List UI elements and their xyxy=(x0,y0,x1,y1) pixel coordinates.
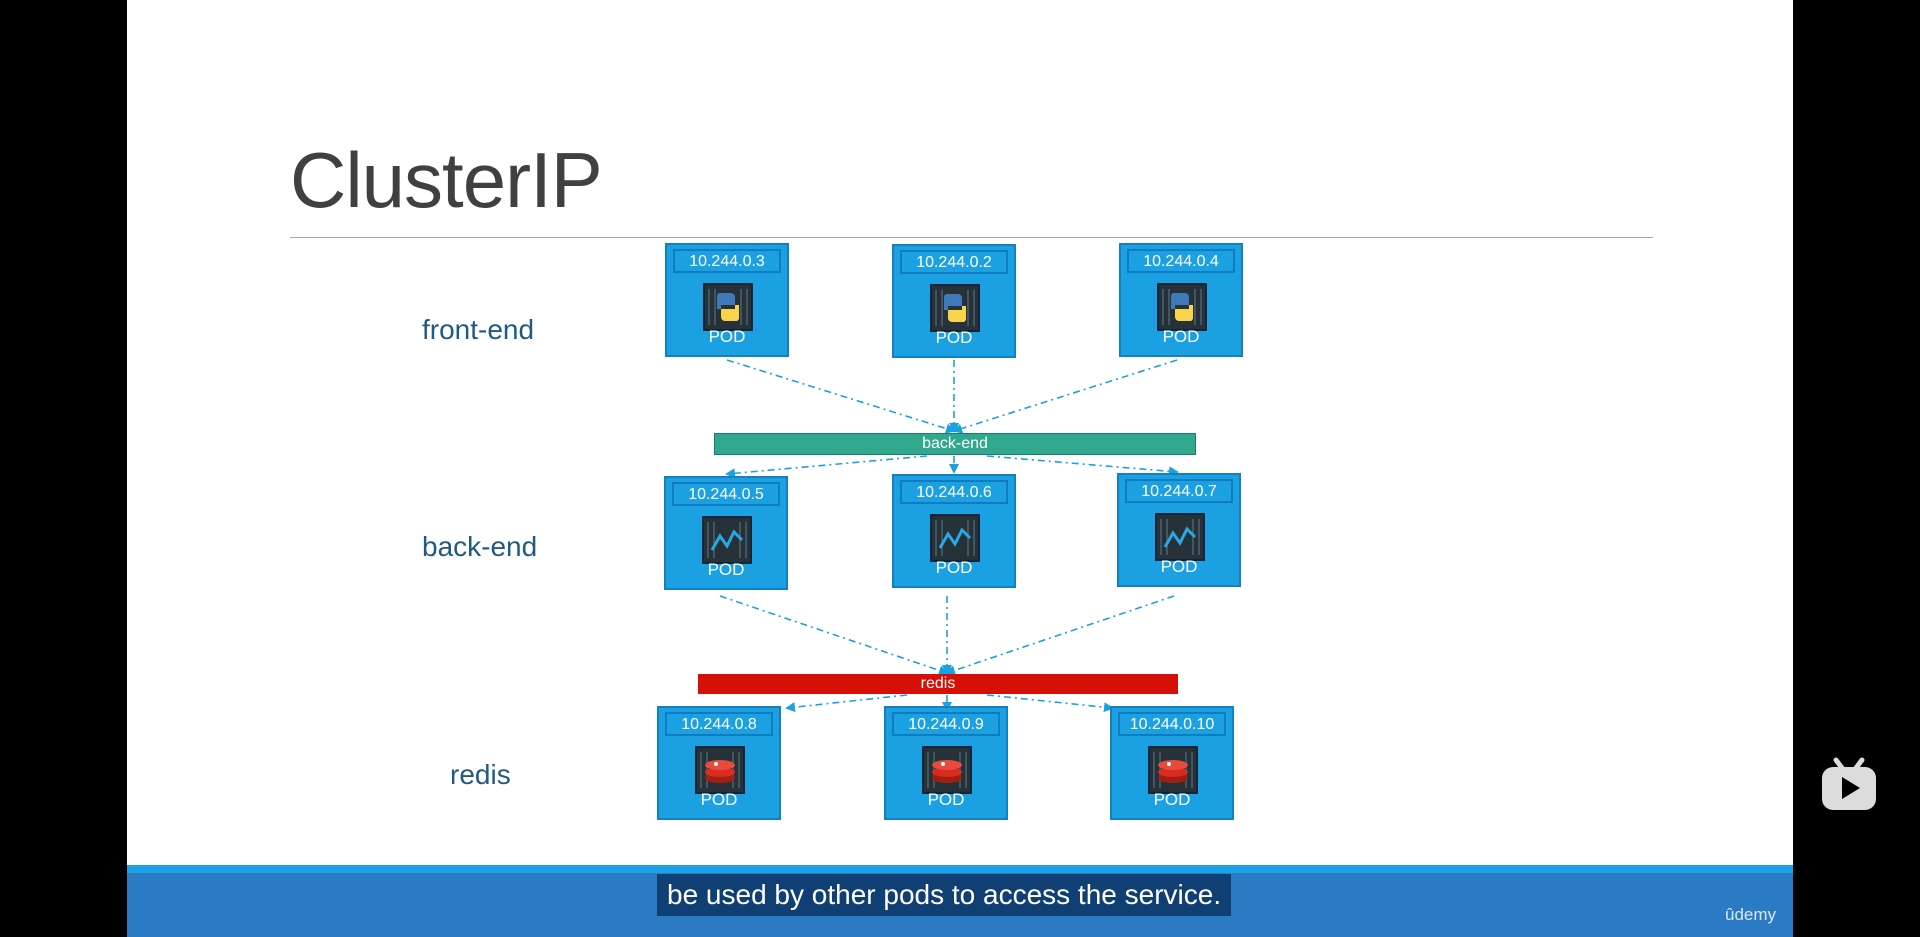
pod-redis-1: 10.244.0.8 POD xyxy=(657,706,781,820)
python-icon xyxy=(1157,283,1207,331)
pod-label: POD xyxy=(1153,790,1191,809)
tier-label-front-end: front-end xyxy=(422,314,535,345)
pod-front-end-3: 10.244.0.4 POD xyxy=(1119,243,1243,357)
monitor-chart-icon xyxy=(702,516,752,564)
pod-back-end-3: 10.244.0.7 POD xyxy=(1117,473,1241,587)
arrow-backend-to-be1 xyxy=(725,455,928,479)
pod-label: POD xyxy=(935,328,973,347)
pod-back-end-2: 10.244.0.6 POD xyxy=(892,474,1016,588)
pod-ip: 10.244.0.9 xyxy=(892,712,1000,736)
caption-band-highlight xyxy=(127,865,1793,873)
pod-front-end-1: 10.244.0.3 POD xyxy=(665,243,789,357)
redis-icon xyxy=(1148,746,1198,794)
redis-icon xyxy=(922,746,972,794)
service-bar-redis: redis xyxy=(698,674,1178,694)
pod-ip: 10.244.0.3 xyxy=(673,249,781,273)
pod-redis-2: 10.244.0.9 POD xyxy=(884,706,1008,820)
pod-label: POD xyxy=(707,560,745,579)
bilibili-tv-icon[interactable] xyxy=(1820,757,1878,812)
title-divider xyxy=(290,237,1653,238)
pod-ip: 10.244.0.7 xyxy=(1125,479,1233,503)
redis-icon xyxy=(695,746,745,794)
pod-ip: 10.244.0.2 xyxy=(900,250,1008,274)
service-bar-back-end: back-end xyxy=(714,433,1196,455)
slide-title: ClusterIP xyxy=(290,136,603,224)
udemy-watermark: ûdemy xyxy=(1725,905,1777,924)
pod-label: POD xyxy=(1160,557,1198,576)
monitor-chart-icon xyxy=(930,514,980,562)
arrow-be1-to-redis xyxy=(719,595,949,676)
python-icon xyxy=(703,283,753,331)
monitor-chart-icon xyxy=(1155,513,1205,561)
pod-ip: 10.244.0.8 xyxy=(665,712,773,736)
pod-label: POD xyxy=(1162,327,1200,346)
tier-label-redis: redis xyxy=(450,759,511,790)
arrow-be3-to-redis xyxy=(945,595,1175,676)
arrow-backend-to-be3 xyxy=(986,455,1179,477)
pod-ip: 10.244.0.6 xyxy=(900,480,1008,504)
slide: ClusterIP front-end back-en xyxy=(127,0,1793,865)
arrow-fe3-to-backend xyxy=(952,359,1178,434)
pod-label: POD xyxy=(927,790,965,809)
pod-label: POD xyxy=(708,327,746,346)
pod-front-end-2: 10.244.0.2 POD xyxy=(892,244,1016,358)
pod-ip: 10.244.0.4 xyxy=(1127,249,1235,273)
python-icon xyxy=(930,284,980,332)
pod-label: POD xyxy=(935,558,973,577)
pod-back-end-1: 10.244.0.5 POD xyxy=(664,476,788,590)
pod-redis-3: 10.244.0.10 POD xyxy=(1110,706,1234,820)
pod-ip: 10.244.0.10 xyxy=(1118,712,1226,736)
arrow-fe1-to-backend xyxy=(726,359,956,434)
pod-ip: 10.244.0.5 xyxy=(672,482,780,506)
tier-label-back-end: back-end xyxy=(422,531,538,562)
pod-label: POD xyxy=(700,790,738,809)
subtitle-text: be used by other pods to access the serv… xyxy=(657,874,1232,916)
